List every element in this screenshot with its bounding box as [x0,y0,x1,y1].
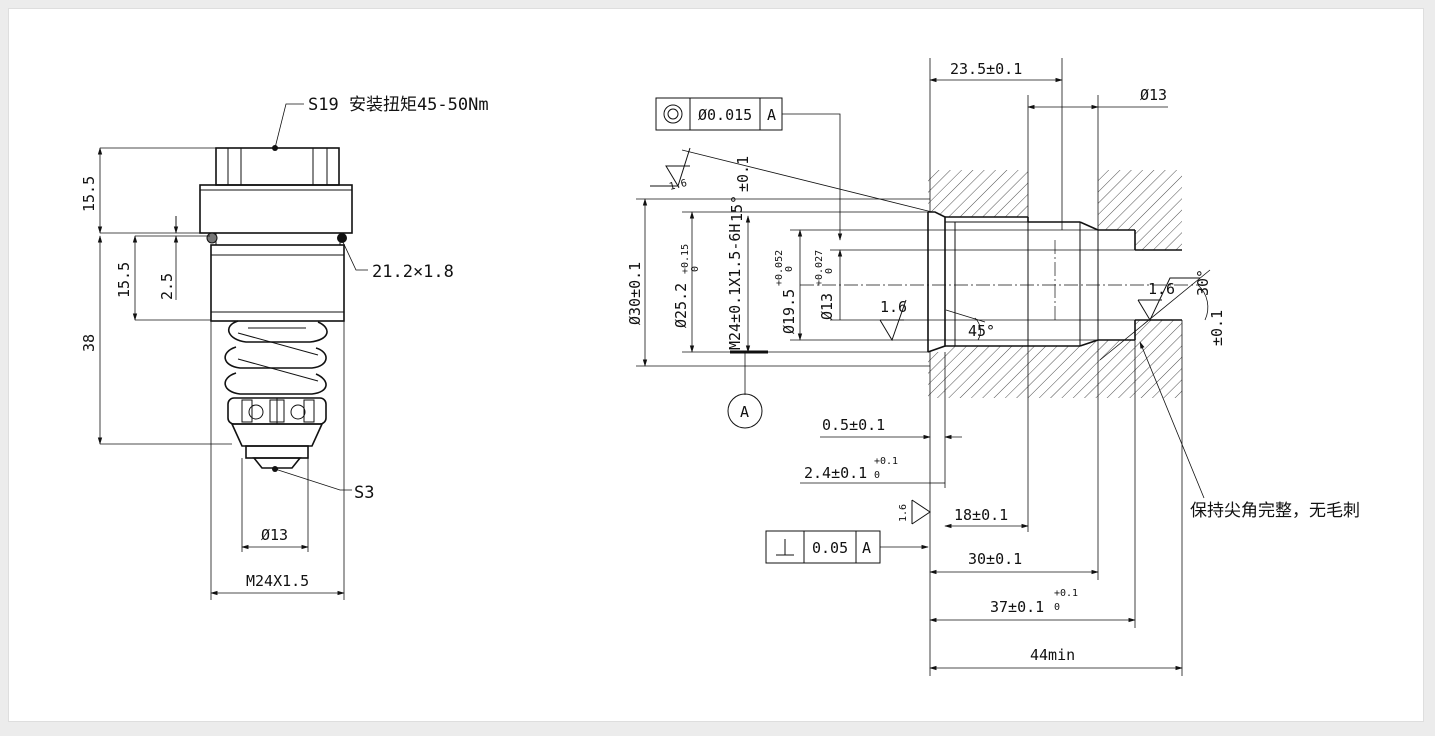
dim-d13-upper: +0.027 [814,250,825,286]
dim-thread: M24X1.5 [246,572,309,590]
angle-30-tol: ±0.1 [1208,310,1226,346]
dim-total-height: 38 [80,334,98,352]
dim-top-height: 15.5 [80,176,98,212]
dim-2-4-upper: +0.1 [874,456,898,467]
hex-head [215,147,340,186]
roughness-1: 1.6 [668,178,688,193]
dim-d13-lower: 0 [824,268,835,274]
dim-d25-2-lower: 0 [690,266,701,272]
dim-37-upper: +0.1 [1054,588,1078,599]
dim-d19-5-lower: 0 [784,266,795,272]
angle-45: 45° [968,322,995,340]
cone [230,423,324,447]
spring [224,320,328,395]
roughness-4: 1.6 [1148,280,1175,298]
angle-30: 30° [1194,269,1212,296]
dim-37-lower: 0 [1054,602,1060,613]
fcf-perp-datum: A [862,539,871,557]
tip [245,445,309,459]
fcf-concentricity-datum: A [767,106,776,124]
angle-15: 15° [728,195,746,222]
dim-d13: Ø13 [818,293,836,320]
callout-torque: S19 安装扭矩45-50Nm [308,95,489,115]
dim-2-4: 2.4±0.1 [804,464,867,482]
dim-18: 18±0.1 [954,506,1008,524]
dim-d25-2-upper: +0.15 [680,244,691,274]
dim-2-4-lower: 0 [874,470,880,481]
fcf-perp-tol: 0.05 [812,539,848,557]
roughness-2: 1.6 [880,298,907,316]
dim-23-5: 23.5±0.1 [950,60,1022,78]
dim-tip-dia: Ø13 [261,526,288,544]
note-edge: 保持尖角完整，无毛刺 [1190,501,1360,521]
flange [199,184,353,234]
datum-label: A [740,403,749,421]
dim-gap: 2.5 [158,273,176,300]
angle-15-tol: ±0.1 [734,156,752,192]
callout-s3: S3 [354,483,374,503]
oring-right [337,233,347,243]
datum-circle [727,393,763,429]
dim-d19-5-upper: +0.052 [774,250,785,286]
dim-thread-m24: M24±0.1X1.5-6H [726,224,744,350]
oring-left [206,232,218,244]
cavity-section [636,58,1211,676]
dim-d25-2: Ø25.2 [672,283,690,328]
dim-mid-height: 15.5 [115,262,133,298]
drawing-frame [8,8,1424,722]
dim-44: 44min [1030,646,1075,664]
valve-body [210,244,345,322]
valve-side-view [97,103,368,600]
roughness-3: 1.6 [898,504,909,522]
fcf-concentricity-tol: Ø0.015 [698,106,752,124]
callout-oring: 21.2×1.8 [372,262,454,282]
dim-d30: Ø30±0.1 [626,262,644,325]
dim-30: 30±0.1 [968,550,1022,568]
dim-37: 37±0.1 [990,598,1044,616]
dim-0-5: 0.5±0.1 [822,416,885,434]
dim-d19-5: Ø19.5 [780,289,798,334]
dim-d13-top: Ø13 [1140,86,1167,104]
